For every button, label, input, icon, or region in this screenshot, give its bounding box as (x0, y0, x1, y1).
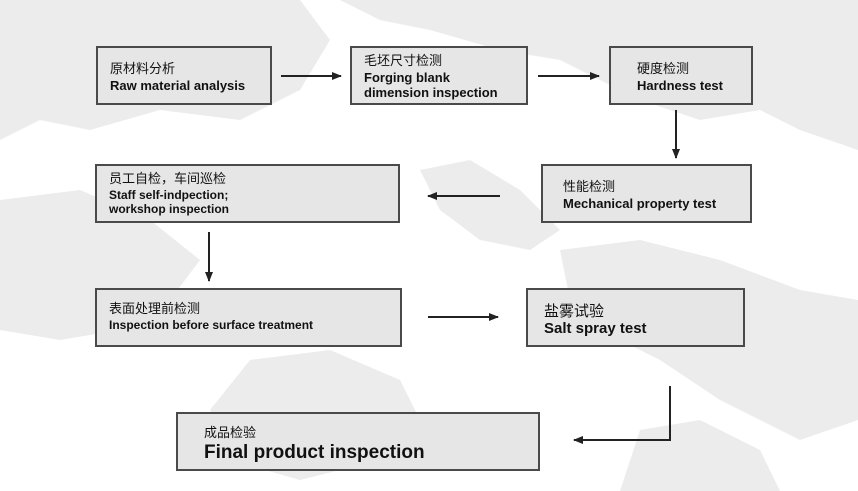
step-label-zh: 盐雾试验 (544, 302, 605, 320)
arrow-salt-to-final (573, 386, 671, 444)
step-salt-spray-test: 盐雾试验 Salt spray test (526, 288, 745, 347)
step-label-en: Staff self-indpection; (109, 187, 229, 202)
step-raw-material-analysis: 原材料分析 Raw material analysis (96, 46, 272, 105)
step-label-en: Mechanical property test (563, 195, 717, 211)
step-hardness-test: 硬度检测 Hardness test (609, 46, 753, 105)
step-label-en: Raw material analysis (110, 77, 246, 93)
step-label-zh: 硬度检测 (637, 62, 690, 77)
step-label-zh: 员工自检，车间巡检 (109, 172, 227, 187)
step-label-en: Final product inspection (204, 441, 425, 463)
step-final-product-inspection: 成品检验 Final product inspection (176, 412, 540, 471)
step-label-en: Salt spray test (544, 320, 647, 337)
step-label-en: Hardness test (637, 77, 723, 93)
step-label-zh: 性能检测 (563, 180, 616, 195)
step-forging-blank-inspection: 毛坯尺寸检测 Forging blank dimension inspectio… (350, 46, 528, 105)
step-label-zh: 毛坯尺寸检测 (364, 54, 443, 69)
step-staff-self-inspection: 员工自检，车间巡检 Staff self-indpection; worksho… (95, 164, 400, 223)
step-label-zh: 表面处理前检测 (109, 302, 201, 317)
step-label-en-line2: dimension inspection (364, 85, 498, 101)
step-label-en: Forging blank (364, 69, 450, 85)
step-label-en-line2: workshop inspection (109, 201, 230, 216)
step-label-zh: 原材料分析 (110, 62, 176, 77)
step-label-zh: 成品检验 (204, 426, 257, 441)
step-mechanical-property-test: 性能检测 Mechanical property test (541, 164, 752, 223)
step-inspection-before-surface-treatment: 表面处理前检测 Inspection before surface treatm… (95, 288, 402, 347)
step-label-en: Inspection before surface treatment (109, 317, 314, 332)
